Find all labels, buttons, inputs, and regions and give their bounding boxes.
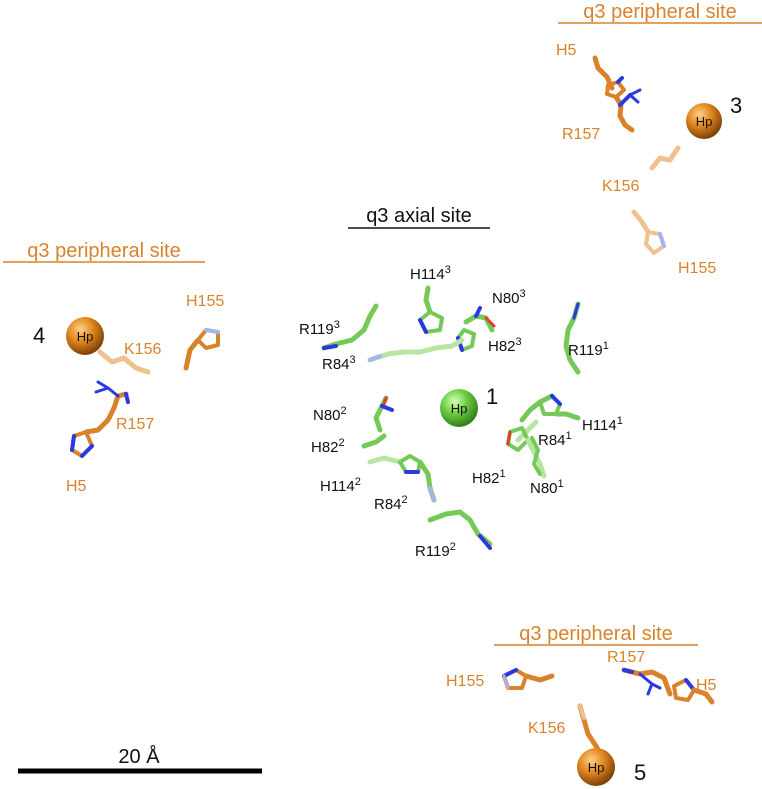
site-5-group: q3 peripheral site Hp 5 H — [446, 623, 717, 786]
site-3-number: 3 — [730, 93, 742, 118]
site-5-label-h155: H155 — [446, 673, 484, 690]
site-4-number: 4 — [33, 323, 45, 348]
site-5-number: 5 — [634, 760, 646, 785]
label-r119-3: R1193 — [299, 319, 340, 338]
site-3-label-k156: K156 — [602, 178, 639, 195]
label-n80-1: N801 — [530, 478, 564, 497]
site-4-label-h5: H5 — [66, 478, 87, 495]
site-4-residues — [70, 328, 220, 458]
label-h114-1: H1141 — [582, 415, 623, 434]
site-3-ion-label: Hp — [696, 114, 713, 129]
axial-site-ion: Hp — [440, 389, 478, 427]
site-5-residues — [502, 667, 715, 763]
site-3-label-h5: H5 — [556, 42, 577, 59]
axial-site-title: q3 axial site — [366, 205, 472, 227]
label-r84-3: R843 — [322, 354, 356, 373]
site-4-label-k156: K156 — [124, 341, 161, 358]
scale-bar-label: 20 Å — [118, 745, 160, 768]
label-r84-1: R841 — [538, 430, 572, 449]
label-n80-2: N802 — [313, 405, 347, 424]
label-h82-2: H822 — [311, 437, 345, 456]
site-3-title: q3 peripheral site — [583, 1, 736, 23]
axial-residues — [321, 285, 581, 550]
axial-site-number: 1 — [486, 384, 498, 409]
site-4-title: q3 peripheral site — [27, 240, 180, 262]
site-5-ion: Hp — [577, 748, 615, 786]
label-h114-2: H1142 — [320, 476, 361, 495]
site-5-label-r157: R157 — [607, 649, 645, 666]
site-3-label-h155: H155 — [678, 260, 716, 277]
site-4-ion-label: Hp — [77, 329, 94, 344]
site-3-group: q3 peripheral site Hp 3 H5 R157 K156 — [556, 1, 762, 277]
site-5-label-k156: K156 — [528, 720, 565, 737]
site-3-label-r157: R157 — [562, 126, 600, 143]
site-4-ion: Hp — [66, 317, 104, 355]
site-4-label-r157: R157 — [116, 416, 154, 433]
axial-site-ion-label: Hp — [451, 401, 468, 416]
label-n80-3: N803 — [492, 288, 526, 307]
site-4-label-h155: H155 — [186, 293, 224, 310]
site-5-ion-label: Hp — [588, 760, 605, 775]
scale-bar: 20 Å — [18, 745, 262, 774]
label-r119-2: R1192 — [415, 541, 456, 560]
label-h82-3: H823 — [488, 336, 522, 355]
label-r119-1: R1191 — [568, 340, 609, 359]
site-4-group: q3 peripheral site Hp 4 H155 — [3, 240, 224, 495]
site-3-residues — [592, 55, 681, 255]
axial-site-group: q3 axial site — [299, 205, 623, 560]
label-h82-1: H821 — [472, 468, 506, 487]
site-5-title: q3 peripheral site — [519, 623, 672, 645]
site-5-label-h5: H5 — [696, 677, 717, 694]
site-3-ion: Hp — [686, 103, 722, 139]
label-h114-3: H1143 — [410, 264, 451, 283]
label-r84-2: R842 — [374, 494, 408, 513]
